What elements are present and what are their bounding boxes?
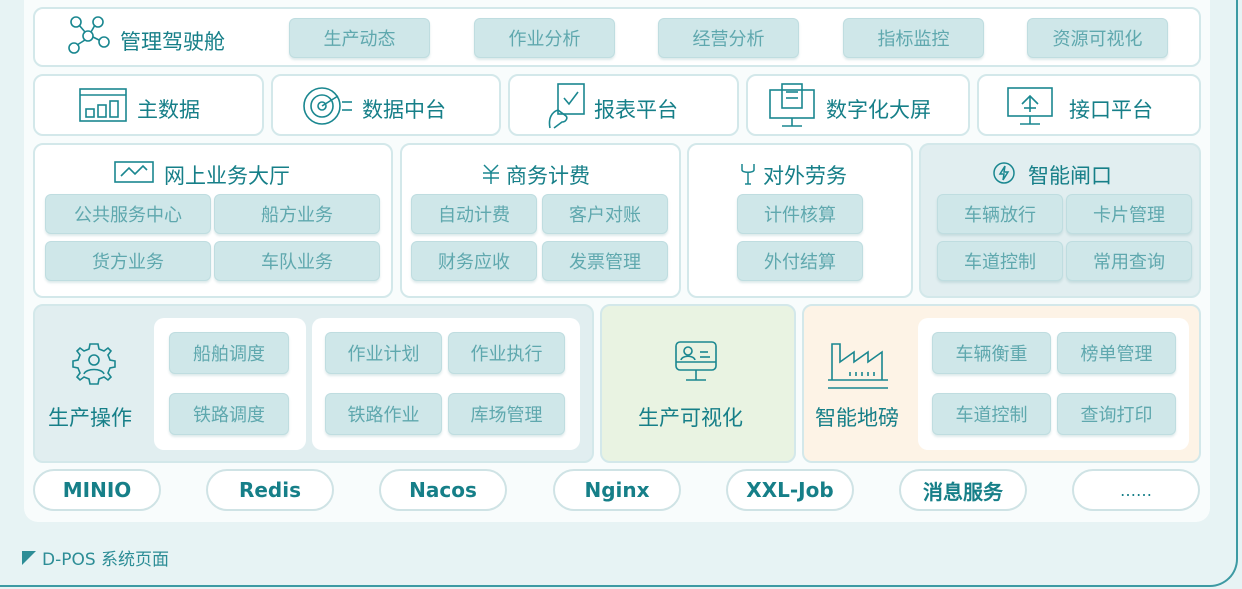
yard-management-button[interactable]: 库场管理	[448, 393, 565, 435]
ship-dispatch-button[interactable]: 船舶调度	[169, 332, 289, 374]
ship-business-button[interactable]: 船方业务	[214, 194, 380, 234]
lane-control-button[interactable]: 车道控制	[937, 241, 1063, 281]
public-service-center-button[interactable]: 公共服务中心	[45, 194, 211, 234]
vehicle-weighing-button[interactable]: 车辆衡重	[932, 332, 1051, 374]
report-icon	[546, 82, 590, 130]
tab-production-dynamics[interactable]: 生产动态	[289, 18, 430, 58]
data-platform-label: 数据中台	[362, 98, 446, 122]
caption: D-POS 系统页面	[22, 545, 169, 570]
tab-indicator-monitoring[interactable]: 指标监控	[843, 18, 984, 58]
service-xxl-job[interactable]: XXL-Job	[726, 469, 854, 511]
data-platform-box[interactable]	[271, 74, 501, 136]
service-more[interactable]: ……	[1072, 469, 1200, 511]
work-plan-button[interactable]: 作业计划	[325, 332, 442, 374]
smart-gate-title: 智能闸口	[1028, 164, 1112, 188]
fleet-business-button[interactable]: 车队业务	[214, 241, 380, 281]
interface-platform-label: 接口平台	[1069, 98, 1153, 122]
caption-text: D-POS 系统页面	[42, 550, 170, 570]
monitor-chart-icon	[113, 160, 155, 186]
tab-operation-analysis[interactable]: 作业分析	[474, 18, 615, 58]
master-data-icon	[78, 87, 130, 125]
rail-dispatch-button[interactable]: 铁路调度	[169, 393, 289, 435]
weighbridge-title: 智能地磅	[815, 406, 899, 430]
query-print-button[interactable]: 查询打印	[1057, 393, 1176, 435]
auto-billing-button[interactable]: 自动计费	[411, 194, 537, 234]
production-visualization-box[interactable]	[600, 304, 796, 463]
billing-icon	[480, 163, 502, 185]
cockpit-row	[33, 7, 1201, 67]
online-hall-title: 网上业务大厅	[164, 164, 290, 188]
visualization-monitor-icon	[672, 340, 720, 386]
factory-icon	[826, 336, 896, 392]
interface-platform-box[interactable]	[977, 74, 1201, 136]
common-query-button[interactable]: 常用查询	[1066, 241, 1192, 281]
bolt-circle-icon	[992, 161, 1016, 185]
report-platform-label: 报表平台	[594, 98, 678, 122]
gear-person-icon	[70, 340, 118, 388]
service-redis[interactable]: Redis	[206, 469, 334, 511]
network-icon	[66, 14, 114, 58]
work-execution-button[interactable]: 作业执行	[448, 332, 565, 374]
service-nacos[interactable]: Nacos	[379, 469, 507, 511]
production-visualization-title: 生产可视化	[638, 406, 743, 430]
invoice-management-button[interactable]: 发票管理	[542, 241, 668, 281]
rail-operation-button[interactable]: 铁路作业	[325, 393, 442, 435]
master-data-label: 主数据	[137, 98, 200, 122]
billing-title: 商务计费	[506, 164, 590, 188]
weigh-list-management-button[interactable]: 榜单管理	[1057, 332, 1176, 374]
tab-resource-visualization[interactable]: 资源可视化	[1027, 18, 1168, 58]
piece-accounting-button[interactable]: 计件核算	[737, 194, 863, 234]
big-screen-icon	[766, 82, 820, 130]
service-minio[interactable]: MINIO	[33, 469, 161, 511]
labor-title: 对外劳务	[763, 164, 847, 188]
cockpit-title: 管理驾驶舱	[120, 30, 225, 54]
data-disc-icon	[300, 84, 354, 128]
service-message[interactable]: 消息服务	[899, 469, 1027, 511]
wrench-icon	[738, 162, 758, 186]
master-data-box[interactable]	[33, 74, 264, 136]
tab-business-analysis[interactable]: 经营分析	[658, 18, 799, 58]
customer-reconciliation-button[interactable]: 客户对账	[542, 194, 668, 234]
card-management-button[interactable]: 卡片管理	[1066, 194, 1192, 234]
production-ops-title: 生产操作	[48, 406, 132, 430]
corner-triangle-icon	[22, 550, 36, 565]
digital-screen-label: 数字化大屏	[826, 98, 931, 122]
service-nginx[interactable]: Nginx	[553, 469, 681, 511]
vehicle-release-button[interactable]: 车辆放行	[937, 194, 1063, 234]
cargo-business-button[interactable]: 货方业务	[45, 241, 211, 281]
outsourced-settlement-button[interactable]: 外付结算	[737, 241, 863, 281]
weighbridge-lane-control-button[interactable]: 车道控制	[932, 393, 1051, 435]
report-platform-box[interactable]	[508, 74, 739, 136]
interface-icon	[1004, 84, 1058, 128]
finance-receivable-button[interactable]: 财务应收	[411, 241, 537, 281]
